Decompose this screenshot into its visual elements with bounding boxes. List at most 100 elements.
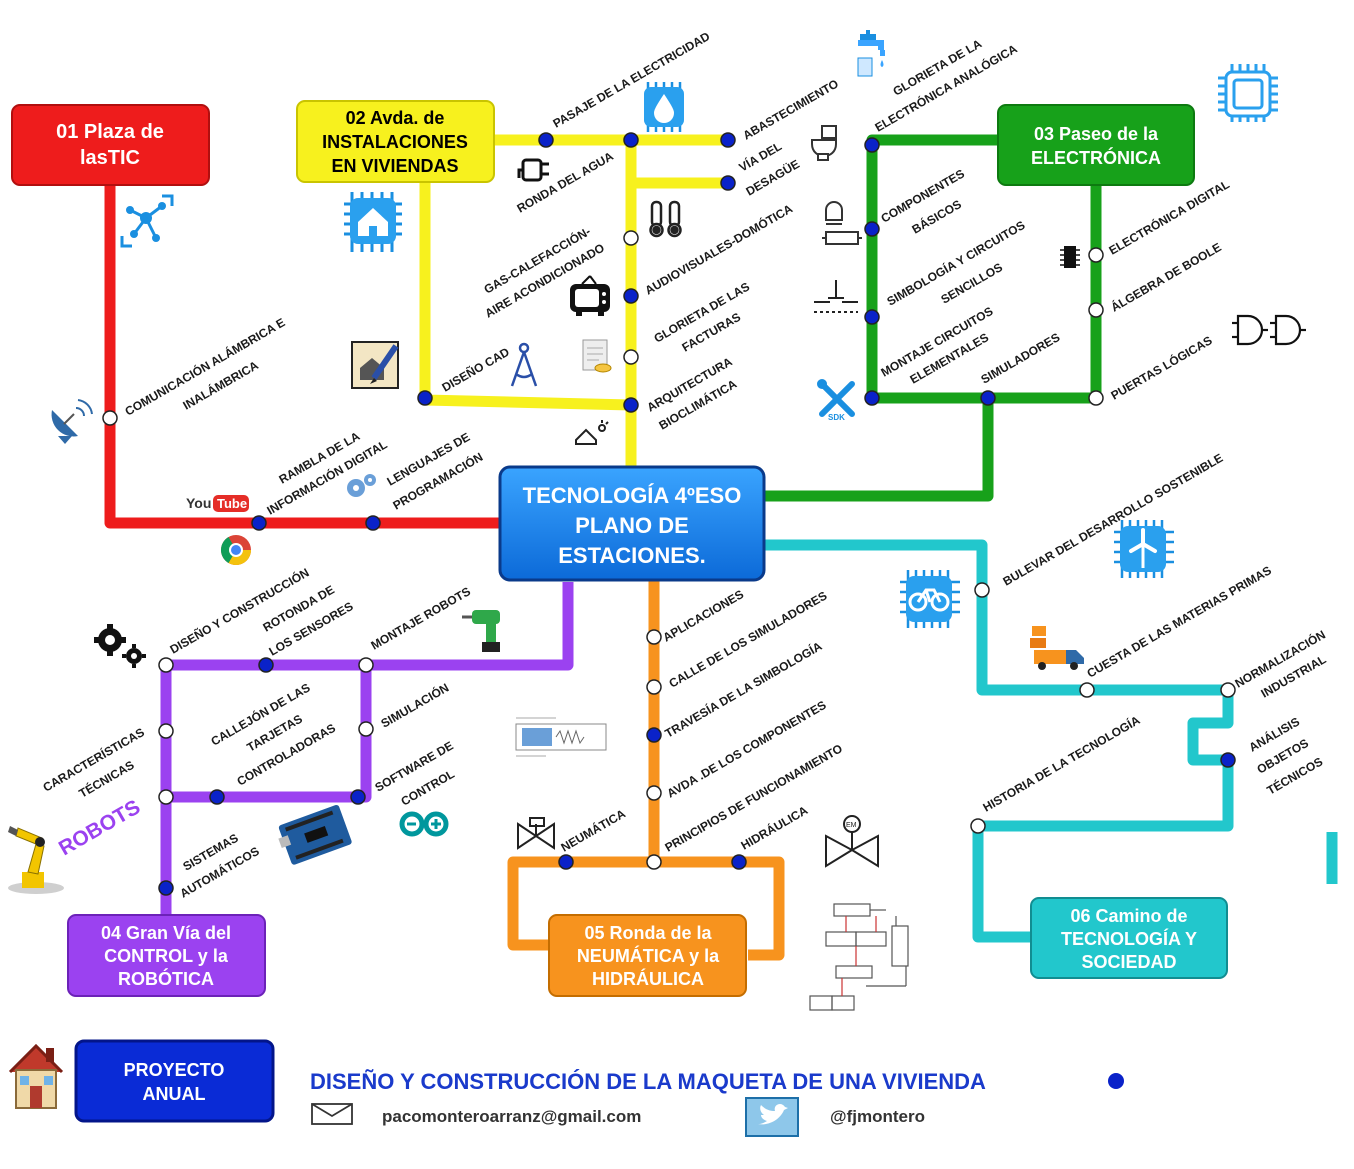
station-aplicaciones bbox=[646, 629, 662, 645]
network-icon bbox=[120, 194, 174, 248]
station-hidraulica bbox=[731, 854, 747, 870]
faucet-icon bbox=[857, 30, 885, 77]
svg-text:06 Camino de: 06 Camino de bbox=[1070, 906, 1187, 926]
svg-text:PROYECTO: PROYECTO bbox=[124, 1060, 225, 1080]
banner-title: DISEÑO Y CONSTRUCCIÓN DE LA MAQUETA DE U… bbox=[310, 1069, 986, 1094]
pneumatic-circuit-icon bbox=[809, 903, 909, 1011]
lamp-icon bbox=[822, 200, 862, 245]
truck-icon bbox=[1030, 626, 1084, 670]
project-button[interactable]: PROYECTO ANUAL bbox=[74, 1039, 275, 1123]
drill-icon bbox=[462, 610, 500, 652]
twitter-handle[interactable]: @fjmontero bbox=[830, 1107, 925, 1126]
svg-text:CALLE DE LOS SIMULADORES: CALLE DE LOS SIMULADORES bbox=[667, 588, 830, 690]
station-facturas bbox=[623, 349, 639, 365]
svg-text:03 Paseo de la: 03 Paseo de la bbox=[1034, 124, 1159, 144]
banner-dot bbox=[1108, 1073, 1124, 1089]
svg-text:HISTORIA DE LA TECNOLOGÍA: HISTORIA DE LA TECNOLOGÍA bbox=[980, 712, 1143, 815]
svg-text:ANUAL: ANUAL bbox=[143, 1084, 206, 1104]
station-puertas bbox=[1088, 390, 1104, 406]
station-tarjetas bbox=[209, 789, 225, 805]
svg-text:INSTALACIONES: INSTALACIONES bbox=[322, 132, 468, 152]
svg-text:02 Avda. de: 02 Avda. de bbox=[346, 108, 445, 128]
satellite-dish-icon bbox=[51, 399, 93, 444]
svg-text:HIDRÁULICA: HIDRÁULICA bbox=[592, 968, 704, 989]
svg-text:SDK: SDK bbox=[828, 413, 845, 422]
email-link[interactable]: pacomonteroarranz@gmail.com bbox=[382, 1107, 641, 1126]
tools-sdk-icon: SDK bbox=[817, 379, 855, 422]
svg-text:ROBÓTICA: ROBÓTICA bbox=[118, 968, 214, 989]
station-rambla bbox=[251, 515, 267, 531]
line-01-title: 01 Plaza de lasTIC bbox=[11, 104, 210, 186]
youtube-logo: You Tube bbox=[186, 495, 249, 512]
svg-text:SIMULACIÓN: SIMULACIÓN bbox=[378, 680, 451, 731]
station-robots bbox=[158, 789, 174, 805]
switch-icon bbox=[814, 280, 858, 313]
station-calle-simuladores bbox=[646, 679, 662, 695]
station-pasaje bbox=[538, 132, 554, 148]
station-diseno-construccion bbox=[158, 657, 174, 673]
compass-icon bbox=[510, 342, 538, 387]
logic-gates-icon bbox=[1232, 314, 1306, 346]
station-principios bbox=[646, 854, 662, 870]
svg-text:APLICACIONES: APLICACIONES bbox=[661, 587, 747, 644]
station-software bbox=[350, 789, 366, 805]
house-pencil-icon bbox=[351, 341, 399, 389]
station-diseno-cad bbox=[417, 390, 433, 406]
station-avda-componentes bbox=[646, 785, 662, 801]
svg-text:MONTAJE ROBOTS: MONTAJE ROBOTS bbox=[369, 584, 473, 652]
svg-text:05 Ronda de la: 05 Ronda de la bbox=[584, 923, 712, 943]
svg-text:SIMULADORES: SIMULADORES bbox=[979, 330, 1063, 386]
twitter-icon[interactable] bbox=[745, 1097, 799, 1137]
svg-text:ELECTRÓNICA: ELECTRÓNICA bbox=[1031, 147, 1161, 168]
wind-turbine-icon bbox=[1114, 520, 1174, 578]
gears-black-icon bbox=[94, 624, 146, 668]
station-travesia bbox=[646, 727, 662, 743]
chrome-icon bbox=[220, 535, 251, 566]
svg-text:PASAJE DE LA ELECTRICIDAD: PASAJE DE LA ELECTRICIDAD bbox=[551, 29, 713, 131]
thermometer-icon bbox=[649, 200, 682, 238]
svg-text:ESTACIONES.: ESTACIONES. bbox=[558, 543, 706, 568]
line-05-title: 05 Ronda de la NEUMÁTICA y la HIDRÁULICA bbox=[548, 914, 747, 997]
station-neumatica bbox=[558, 854, 574, 870]
line-02-title: 02 Avda. de INSTALACIONES EN VIVIENDAS bbox=[296, 100, 495, 183]
svg-text:TECNOLOGÍA 4ºESO: TECNOLOGÍA 4ºESO bbox=[523, 483, 742, 508]
arduino-board-icon bbox=[278, 804, 352, 865]
bills-icon bbox=[582, 339, 612, 373]
valve-em-icon: EM bbox=[825, 815, 879, 868]
mail-icon bbox=[311, 1103, 353, 1125]
arduino-logo-icon bbox=[399, 811, 449, 837]
station-arquitectura bbox=[623, 397, 639, 413]
svg-text:EN VIVIENDAS: EN VIVIENDAS bbox=[331, 156, 458, 176]
station-lenguajes bbox=[365, 515, 381, 531]
station-montaje-robots bbox=[358, 657, 374, 673]
line-03-title: 03 Paseo de la ELECTRÓNICA bbox=[997, 104, 1195, 186]
svg-text:HIDRÁULICA: HIDRÁULICA bbox=[738, 802, 810, 852]
gears-icon bbox=[347, 474, 376, 497]
tv-icon bbox=[570, 275, 610, 316]
station-simulacion bbox=[358, 721, 374, 737]
svg-text:BULEVAR DEL DESARROLLO SOSTENI: BULEVAR DEL DESARROLLO SOSTENIBLE bbox=[1001, 451, 1226, 589]
plug-icon bbox=[517, 158, 549, 182]
station-desague bbox=[720, 175, 736, 191]
station-bulevar bbox=[974, 582, 990, 598]
svg-text:TECNOLOGÍA Y: TECNOLOGÍA Y bbox=[1061, 928, 1197, 949]
robots-label: ROBOTS bbox=[55, 795, 144, 860]
station-glorieta-analogica bbox=[864, 137, 880, 153]
cylinder-diagram-icon bbox=[515, 717, 607, 757]
station-boole bbox=[1088, 302, 1104, 318]
station-comunicacion bbox=[102, 410, 118, 426]
valve-icon bbox=[517, 817, 555, 850]
svg-text:SOCIEDAD: SOCIEDAD bbox=[1081, 952, 1176, 972]
station-gas bbox=[623, 230, 639, 246]
svg-text:04 Gran Vía del: 04 Gran Vía del bbox=[101, 923, 231, 943]
station-audiovisuales bbox=[623, 288, 639, 304]
svg-text:AUDIOVISUALES-DOMÓTICA: AUDIOVISUALES-DOMÓTICA bbox=[642, 200, 795, 297]
svg-text:COMUNICACIÓN ALÁMBRICA E: COMUNICACIÓN ALÁMBRICA E bbox=[122, 314, 287, 418]
svg-text:lasTIC: lasTIC bbox=[80, 147, 140, 169]
station-sensores bbox=[258, 657, 274, 673]
svg-text:Tube: Tube bbox=[217, 496, 247, 511]
station-simuladores-e bbox=[980, 390, 996, 406]
home-icon bbox=[8, 1043, 64, 1109]
station-componentes bbox=[864, 221, 880, 237]
